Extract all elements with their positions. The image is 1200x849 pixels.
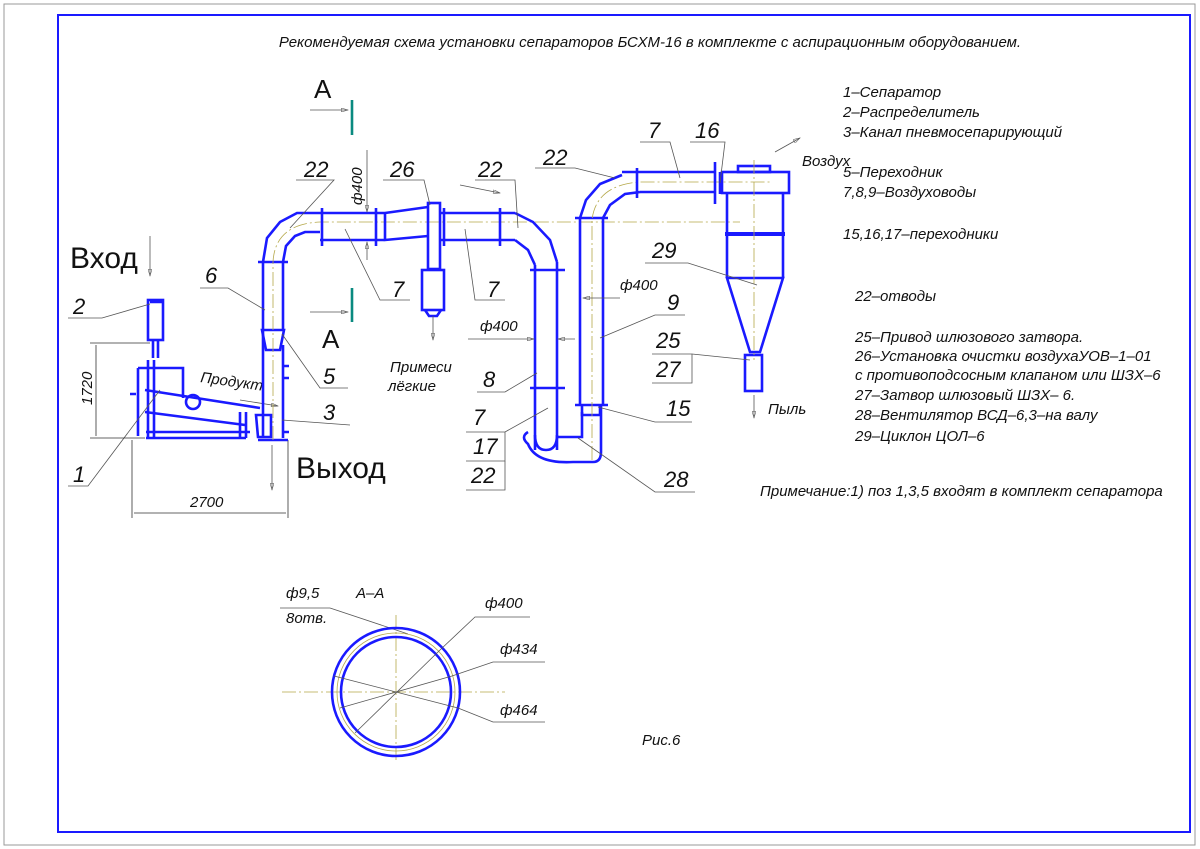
callout-16: 16 [695, 118, 720, 143]
legend-item: с противоподсосным клапаном или ШЗХ–6 [855, 367, 1161, 384]
diameter-464: ф464 [500, 702, 538, 719]
callout-8: 8 [483, 367, 496, 392]
callout-5: 5 [323, 364, 336, 389]
sheet-border [3, 3, 1196, 846]
callout-22: 22 [303, 157, 328, 182]
air-label: Воздух [802, 153, 851, 170]
legend-item: 1–Сепаратор [843, 84, 941, 101]
section-mark-top: А [314, 74, 332, 104]
note: Примечание:1) поз 1,3,5 входят в комплек… [760, 483, 1163, 500]
hole-count: 8отв. [286, 610, 327, 627]
hole-diameter: ф9,5 [286, 585, 320, 602]
callout-22: 22 [542, 145, 567, 170]
duct-system [258, 138, 800, 464]
dimension-width: 2700 [189, 494, 224, 511]
legend-item: 7,8,9–Воздуховоды [843, 184, 976, 201]
outlet-label: Выход [296, 452, 386, 485]
product-label: Продукт [199, 369, 264, 395]
callout-22: 22 [470, 463, 495, 488]
callout-15: 15 [666, 396, 691, 421]
callout-2: 2 [72, 294, 85, 319]
dimension-pipe-dia: ф400 [480, 318, 518, 335]
callout-1: 1 [73, 462, 85, 487]
legend-item: 27–Затвор шлюзовый ШЗХ– 6. [854, 387, 1075, 404]
callout-3: 3 [323, 400, 336, 425]
legend-item: 3–Канал пневмосепарирующий [843, 124, 1063, 141]
legend-item: 29–Циклон ЦОЛ–6 [854, 428, 985, 445]
callout-7: 7 [648, 118, 661, 143]
diameter-400: ф400 [485, 595, 523, 612]
callout-17: 17 [473, 434, 498, 459]
section-title: А–А [355, 585, 384, 602]
impurities-label: Примеси [390, 359, 453, 376]
legend: 1–Сепаратор 2–Распределитель 3–Канал пне… [842, 84, 1161, 445]
separator [130, 298, 273, 440]
callout-27: 27 [655, 357, 681, 382]
callout-9: 9 [667, 290, 679, 315]
diameter-434: ф434 [500, 641, 538, 658]
legend-item: 22–отводы [854, 288, 936, 305]
legend-item: 5–Переходник [843, 164, 943, 181]
callout-7: 7 [392, 277, 405, 302]
section-mark-bottom: А [322, 324, 340, 354]
callout-7: 7 [487, 277, 500, 302]
legend-item: 28–Вентилятор ВСД–6,3–на валу [854, 407, 1099, 424]
callout-25: 25 [655, 328, 681, 353]
callout-29: 29 [651, 238, 676, 263]
legend-item: 25–Привод шлюзового затвора. [854, 329, 1083, 346]
legend-item: 15,16,17–переходники [843, 226, 999, 243]
callout-22: 22 [477, 157, 502, 182]
dimension-pipe-dia: ф400 [349, 167, 366, 205]
legend-item: 26–Установка очистки воздухаУОВ–1–01 [854, 348, 1152, 365]
impurities-label-2: лёгкие [387, 378, 436, 395]
dimension-pipe-dia: ф400 [620, 277, 658, 294]
callout-28: 28 [663, 467, 689, 492]
callout-26: 26 [389, 157, 415, 182]
inlet-label: Вход [70, 242, 138, 275]
dust-label: Пыль [768, 401, 806, 418]
callout-6: 6 [205, 263, 218, 288]
legend-item: 2–Распределитель [842, 104, 980, 121]
figure-label: Рис.6 [642, 732, 681, 749]
drawing-title: Рекомендуемая схема установки сепараторо… [279, 34, 1021, 51]
drawing-frame [57, 14, 1191, 833]
dimension-height: 1720 [79, 371, 96, 405]
callouts: 6 5 3 22 26 22 22 7 7 7 16 29 9 25 27 15… [200, 118, 758, 493]
callout-7: 7 [473, 405, 486, 430]
section-a-a: А–А ф9,5 8отв. ф400 ф434 ф464 [280, 585, 545, 760]
